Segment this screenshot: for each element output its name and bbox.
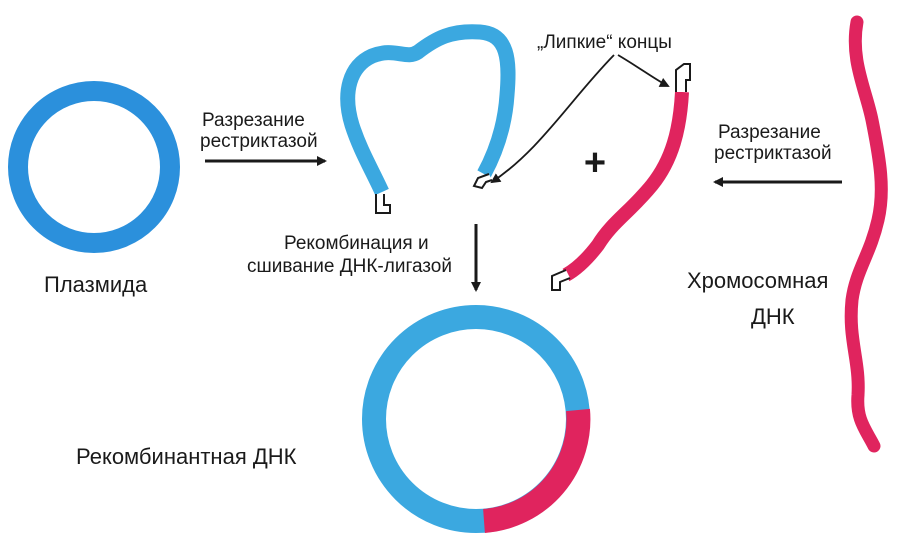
chromosomal-dna-label-line1: Хромосомная xyxy=(687,268,829,293)
sticky-end-left-stub xyxy=(375,194,391,214)
sticky-ends-label: „Липкие“ концы xyxy=(537,32,672,53)
chromosomal-dna-label-line2: ДНК xyxy=(751,304,795,329)
recombinant-ring-red-insert xyxy=(482,408,591,533)
fragment-sticky-end-top xyxy=(675,63,691,92)
fragment-sticky-end-bottom xyxy=(551,269,571,291)
sticky-ends-pointer-left xyxy=(490,54,615,184)
sticky-end-right-stub xyxy=(472,173,493,190)
recombinant-dna-label: Рекомбинантная ДНК xyxy=(76,444,297,469)
chromosome-fragment-strand xyxy=(562,91,689,282)
plasmid-ring xyxy=(8,81,180,253)
cut-label-right-line1: Разрезание xyxy=(718,122,821,143)
plasmid-label: Плазмида xyxy=(44,272,148,297)
cut-label-left-line1: Разрезание xyxy=(202,110,305,131)
plus-sign: + xyxy=(584,142,606,184)
sticky-ends-pointer-right xyxy=(617,54,670,87)
chromosomal-dna-strand xyxy=(844,15,888,453)
recombination-label-line2: сшивание ДНК-лигазой xyxy=(247,256,452,277)
recombination-label-line1: Рекомбинация и xyxy=(284,233,429,254)
cut-plasmid-strand xyxy=(340,24,516,196)
cut-label-right-line2: рестриктазой xyxy=(714,143,832,164)
cut-label-left-line2: рестриктазой xyxy=(200,131,318,152)
